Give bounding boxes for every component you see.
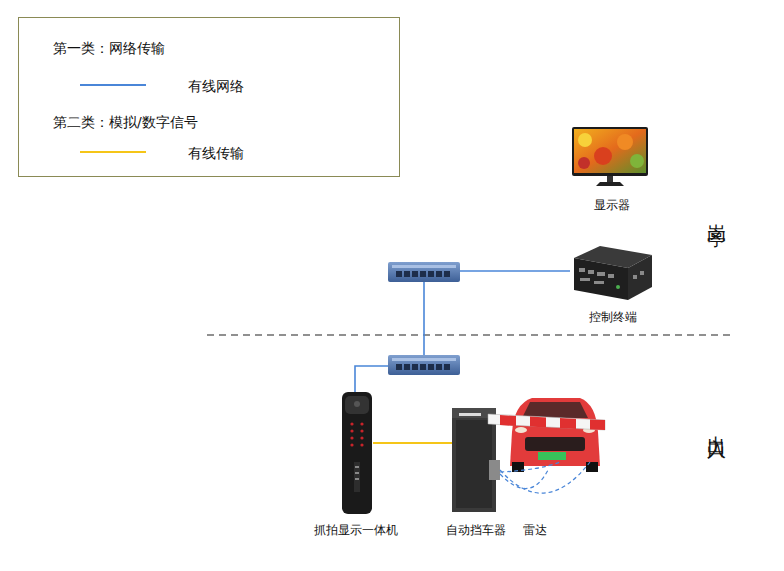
- network-switch: [388, 355, 460, 375]
- device-caption: 控制终端: [589, 309, 637, 325]
- legend-swatch: [80, 84, 146, 86]
- legend-swatch: [80, 151, 146, 153]
- connector-line: [373, 442, 452, 444]
- legend-text: 有线网络: [188, 77, 244, 95]
- device-caption: 自动挡车器: [446, 522, 506, 538]
- control-terminal-icon: [574, 246, 652, 300]
- car-illustration: [510, 398, 600, 472]
- capture-display-icon: [342, 392, 372, 514]
- legend-heading: 第一类：网络传输: [53, 39, 165, 57]
- device-caption: 显示器: [594, 197, 630, 213]
- network-wires: [355, 271, 570, 392]
- barrier-node: 自动挡车器: [452, 408, 497, 512]
- terminal-node: 控制终端: [570, 246, 652, 301]
- barrier-icon: [452, 408, 605, 512]
- zone-label: 出入口: [707, 420, 729, 432]
- capture-node: 抓拍显示一体机: [342, 392, 373, 514]
- zone-label: 岗亭: [707, 208, 729, 216]
- legend-text: 有线传输: [188, 144, 244, 162]
- monitor-node: 显示器: [572, 127, 648, 187]
- network-switch: [388, 262, 460, 282]
- radar-node: 雷达: [489, 460, 500, 480]
- legend-heading: 第二类：模拟/数字信号: [53, 113, 198, 131]
- radar-zone: [500, 462, 590, 493]
- device-caption: 雷达: [523, 522, 547, 538]
- device-caption: 抓拍显示一体机: [314, 522, 398, 538]
- signal-connector: [373, 443, 452, 444]
- zone-divider: [207, 334, 732, 335]
- monitor-icon: [572, 127, 648, 186]
